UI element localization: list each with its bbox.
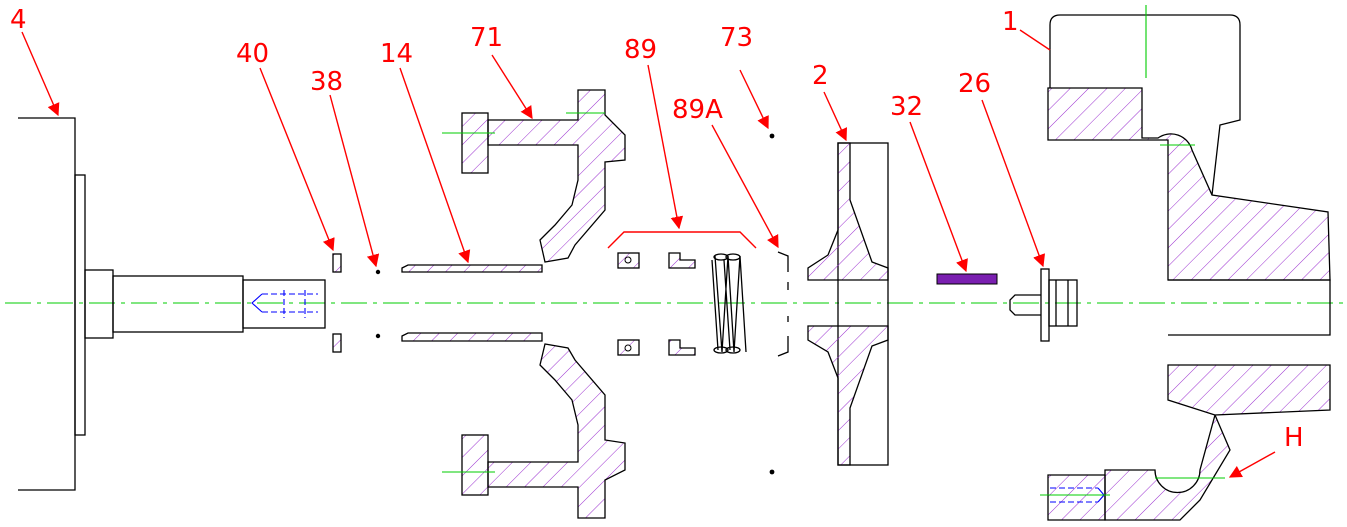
part-40-retaining-ring	[332, 253, 342, 353]
callout-4: 4	[10, 5, 27, 35]
callout-labels: 4 40 38 14 71 89 73 89A 2 32 26 1 H	[10, 5, 1304, 453]
part-32-key	[936, 273, 998, 285]
part-14-shaft-sleeve	[401, 264, 543, 342]
callout-71: 71	[470, 23, 503, 53]
callout-38: 38	[310, 67, 343, 97]
callout-32: 32	[890, 92, 923, 122]
leader-lines	[21, 29, 1276, 478]
callout-89a: 89A	[672, 95, 723, 125]
part-89-mechanical-seal	[617, 252, 747, 356]
callout-73: 73	[720, 23, 753, 53]
part-89a-gasket	[777, 251, 789, 357]
callout-1: 1	[1002, 7, 1019, 37]
callout-26: 26	[958, 69, 991, 99]
callout-h: H	[1284, 423, 1304, 453]
callout-89: 89	[624, 35, 657, 65]
part-73-plug	[769, 133, 775, 475]
callout-2: 2	[812, 61, 829, 91]
part-38-ball	[375, 269, 381, 339]
callout-40: 40	[236, 39, 269, 69]
part-2-impeller	[807, 142, 889, 466]
part-4-motor	[18, 117, 326, 491]
callout-14: 14	[380, 39, 413, 69]
part-1-casing	[1040, 5, 1331, 521]
part-71-bracket	[442, 89, 626, 519]
part-26-impeller-bolt	[1009, 268, 1078, 342]
